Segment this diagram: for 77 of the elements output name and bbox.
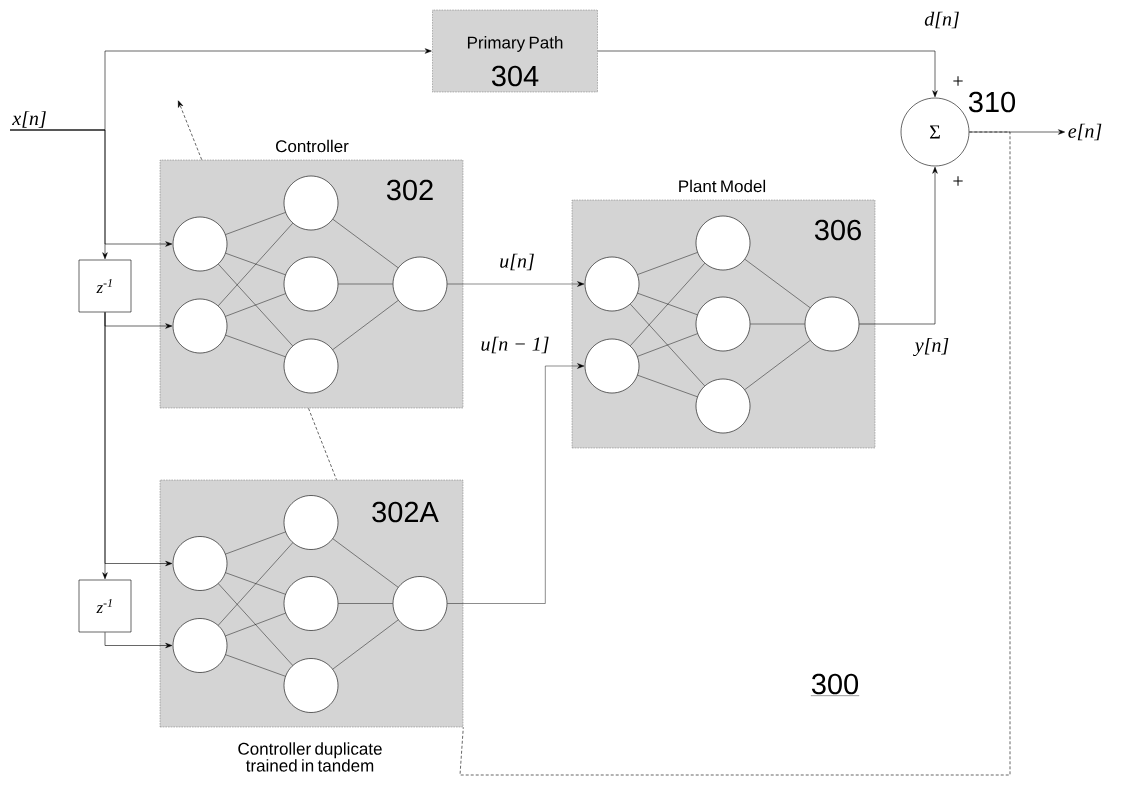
- weight-line: [225, 612, 286, 637]
- arrow: [597, 50, 938, 98]
- neuron-circle: [584, 338, 640, 394]
- weight-line: [225, 335, 286, 357]
- neuron-circle: [695, 215, 751, 271]
- edge-label: d[n]: [923, 10, 961, 30]
- neuron-circle: [584, 256, 640, 312]
- neuron-circle: [392, 256, 448, 312]
- weight-line: [225, 253, 286, 275]
- signal-label: x[n]: [12, 111, 46, 128]
- weight-line: [332, 538, 399, 588]
- weight-line: [750, 323, 805, 325]
- neuron-circle: [283, 658, 339, 713]
- arrow: [102, 312, 108, 580]
- weight-line: [332, 300, 399, 350]
- weight-line: [744, 340, 811, 390]
- edge-label: u[n − 1]: [479, 335, 551, 355]
- weight-line: [338, 283, 393, 285]
- weight-line: [332, 219, 399, 268]
- weight-line: [332, 619, 399, 670]
- arrow: [178, 100, 202, 160]
- weight-line: [338, 603, 393, 604]
- neuron-circle: [695, 296, 751, 352]
- arrow: [859, 166, 938, 325]
- weight-line: [637, 252, 698, 275]
- weight-line: [225, 212, 286, 235]
- neuron-circle: [283, 338, 339, 394]
- connector-line: [308, 408, 337, 480]
- weight-line: [218, 223, 293, 306]
- panel-caption: Controller duplicate trained in tandem: [238, 742, 382, 772]
- neuron-circle: [172, 536, 228, 591]
- panel-title: Plant Model: [679, 179, 766, 193]
- connector-line: [459, 131, 1011, 776]
- edge-label: u[n]: [498, 252, 536, 272]
- weight-line: [637, 333, 698, 357]
- neuron-circle: [695, 378, 751, 434]
- neuron-circle: [283, 256, 339, 312]
- reference-number: 302: [386, 179, 433, 201]
- neuron-circle: [283, 576, 339, 631]
- reference-number: 306: [814, 219, 861, 241]
- plus-sign: +: [953, 76, 963, 86]
- weight-line: [744, 259, 811, 308]
- neuron-circle: [172, 618, 228, 673]
- reference-number: 310: [968, 91, 1016, 113]
- neuron-circle: [392, 576, 448, 631]
- delay-box: z$^{-1}$: [78, 259, 132, 313]
- plus-sign: +: [953, 176, 963, 186]
- summing-junction: Σ: [900, 97, 970, 167]
- weight-line: [225, 654, 286, 677]
- panel-title: Controller: [276, 139, 349, 153]
- weight-line: [630, 263, 705, 346]
- weight-line: [218, 263, 293, 347]
- delay-box: z$^{-1}$: [78, 579, 132, 633]
- edge-label: y[n]: [913, 336, 951, 358]
- weight-line: [637, 293, 698, 315]
- signal-label: e[n]: [1068, 123, 1102, 141]
- weight-line: [447, 363, 585, 604]
- weight-line: [218, 542, 293, 626]
- weight-line: [447, 281, 585, 287]
- neuron-circle: [172, 298, 228, 354]
- figure-number: 300: [810, 673, 860, 696]
- arrow: [969, 129, 1065, 135]
- weight-line: [225, 531, 286, 555]
- box-title: Primary Path: [467, 36, 563, 52]
- arrow: [104, 632, 173, 649]
- neuron-circle: [172, 216, 228, 272]
- weight-line: [225, 572, 286, 595]
- weight-line: [225, 293, 286, 317]
- neuron-circle: [283, 175, 339, 231]
- weight-line: [218, 583, 293, 666]
- neuron-circle: [283, 495, 339, 550]
- reference-number: 302A: [372, 501, 439, 523]
- neuron-circle: [804, 296, 860, 352]
- weight-line: [630, 303, 705, 387]
- weight-line: [637, 375, 698, 397]
- reference-number: 304: [491, 65, 539, 87]
- arrow: [9, 129, 108, 260]
